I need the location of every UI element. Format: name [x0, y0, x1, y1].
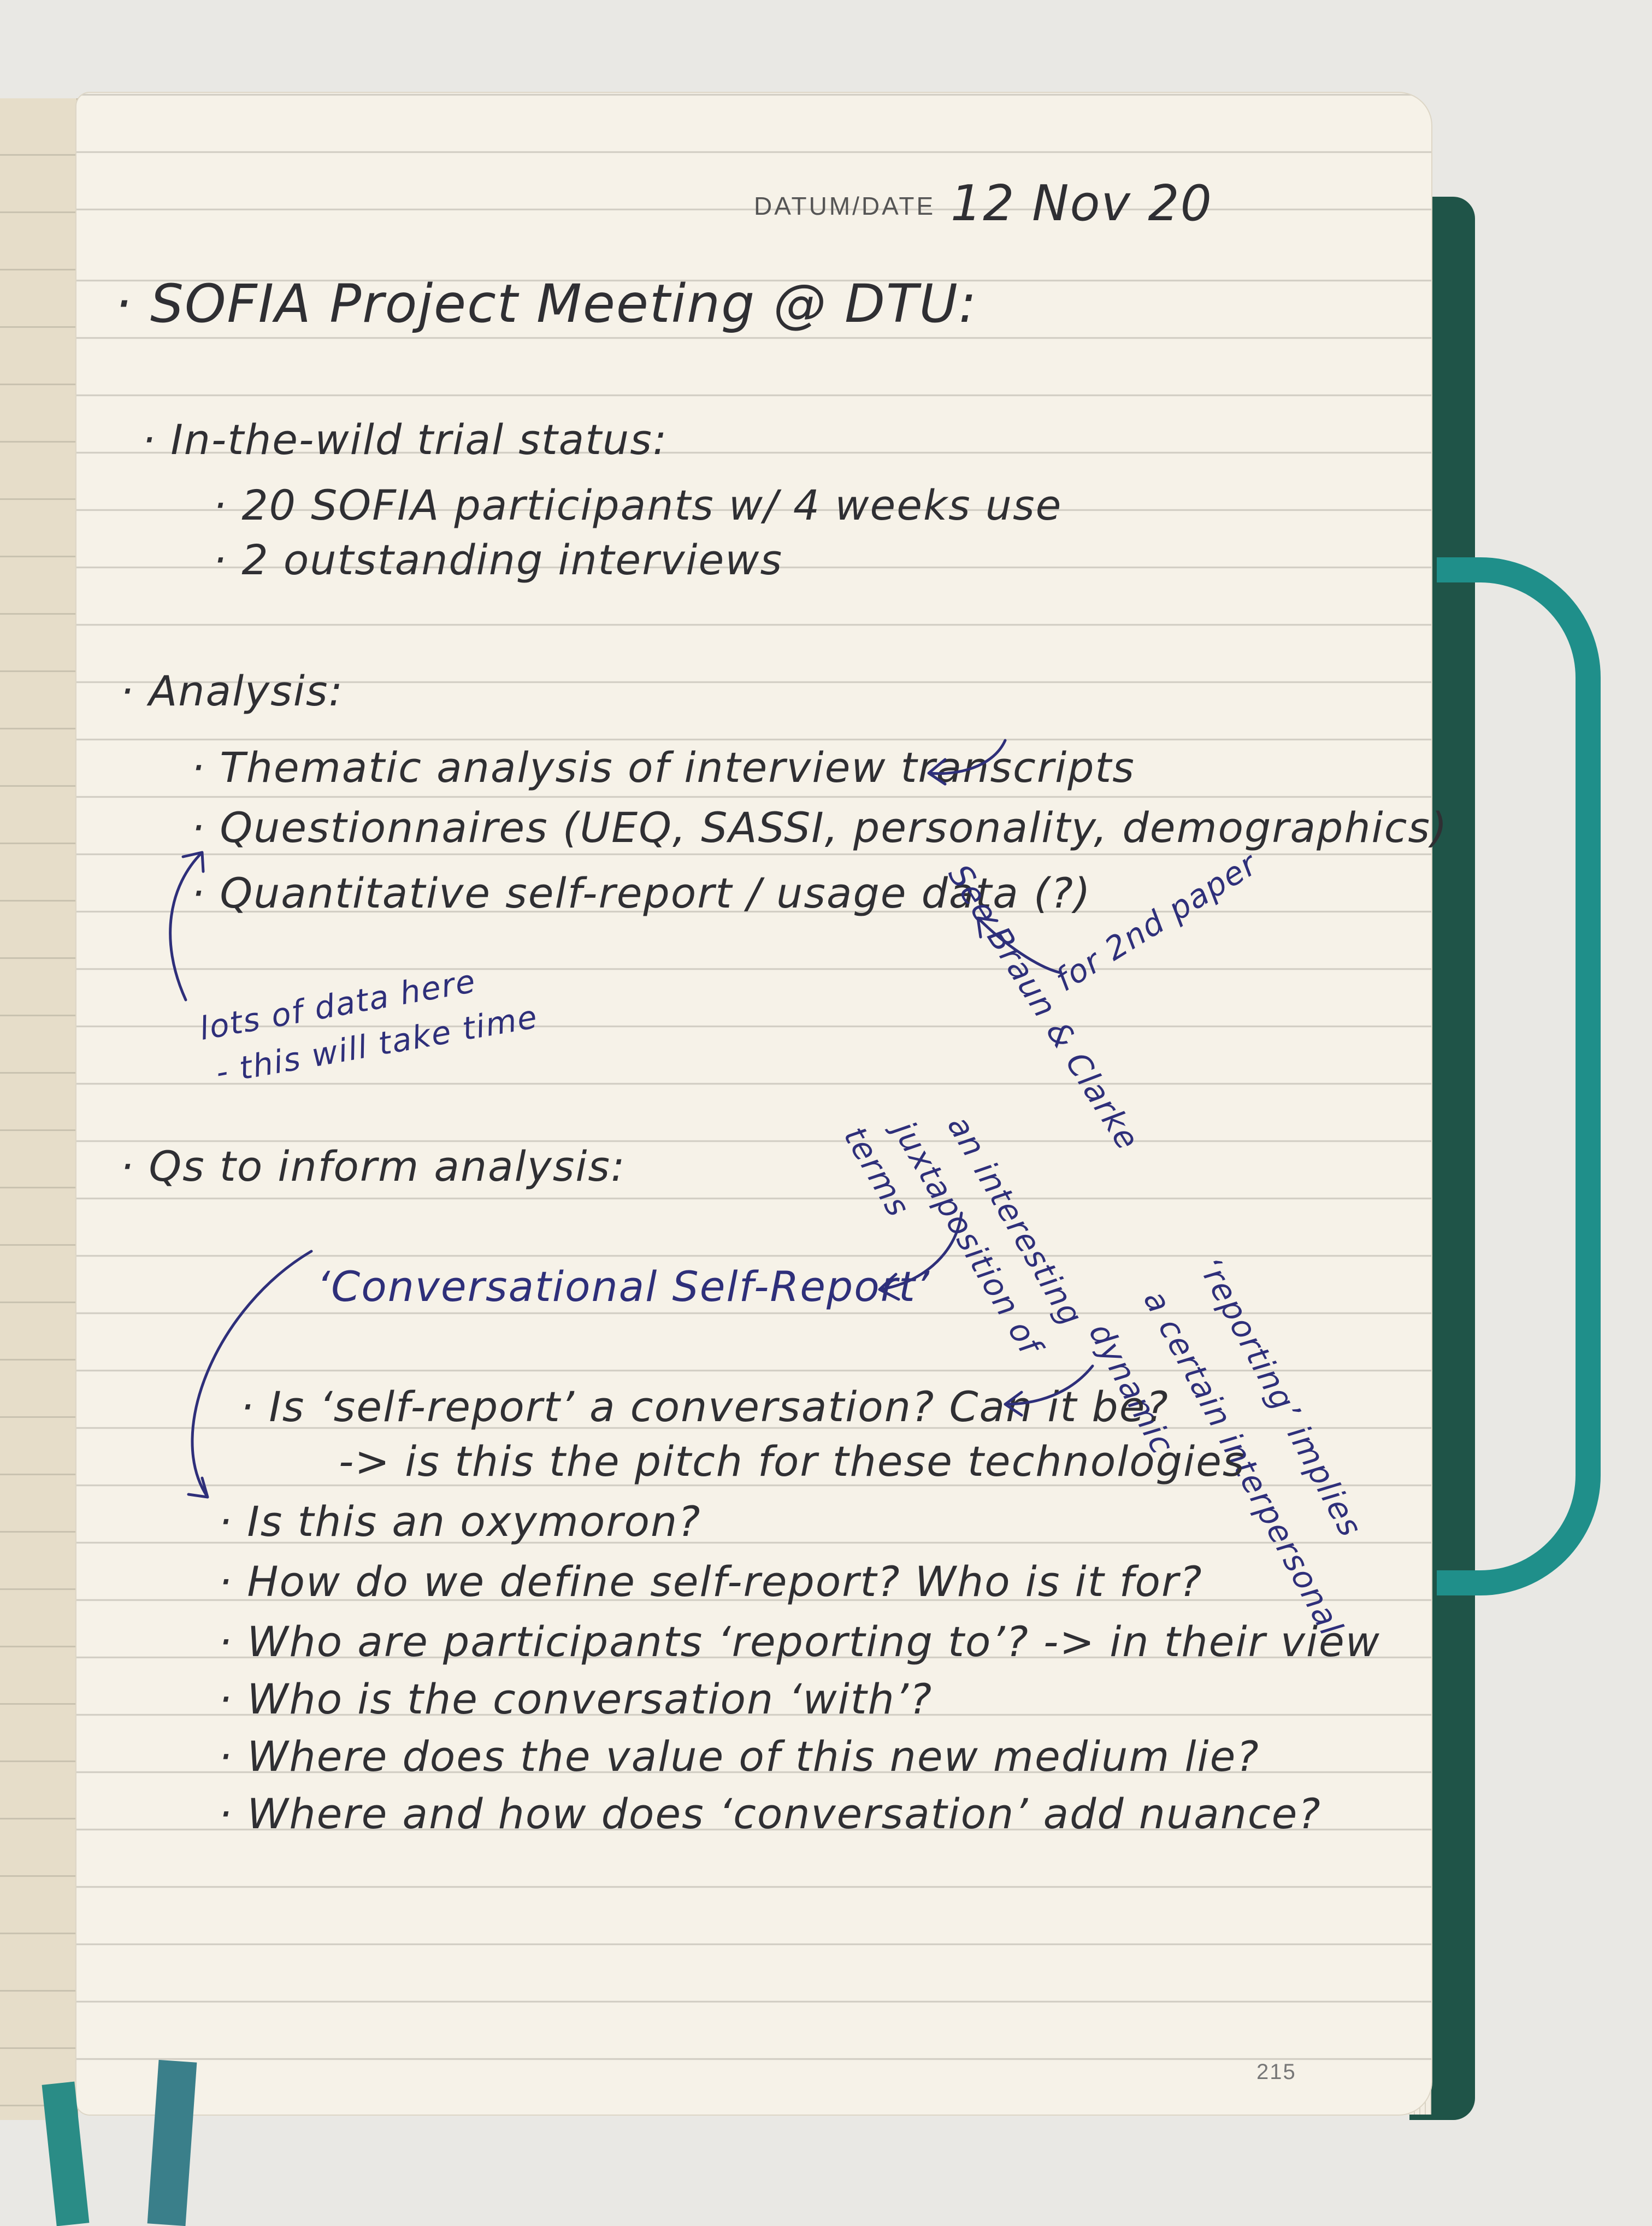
arrow-braun-clarke [927, 739, 1007, 786]
question-item: · How do we define self-report? Who is i… [219, 1557, 1203, 1606]
trial-item: · 20 SOFIA participants w/ 4 weeks use [213, 481, 1063, 529]
question-item: · Who is the conversation ‘with’? [219, 1675, 933, 1723]
question-item: · Where and how does ‘conversation’ add … [219, 1789, 1321, 1838]
date-label: DATUM/DATE [754, 192, 936, 220]
question-item: · Is ‘self-report’ a conversation? Can i… [240, 1382, 1169, 1431]
arrow-lots-of-data [169, 851, 205, 1002]
page-number: 215 [1256, 2060, 1296, 2084]
trial-heading: · In-the-wild trial status: [142, 415, 668, 464]
elastic-band [1437, 557, 1601, 1595]
question-item: · Where does the value of this new mediu… [219, 1732, 1260, 1781]
analysis-heading: · Analysis: [120, 667, 344, 715]
questions-heading: · Qs to inform analysis: [120, 1142, 626, 1191]
arrow-reporting [1004, 1364, 1094, 1417]
arrow-second-paper [976, 916, 1061, 974]
left-page-edge [0, 98, 78, 2120]
trial-item: · 2 outstanding interviews [213, 535, 783, 584]
ink-arrows [169, 739, 1094, 1499]
question-item: · Is this an oxymoron? [219, 1497, 701, 1546]
page-title: · SOFIA Project Meeting @ DTU: [115, 273, 978, 334]
question-item: · Who are participants ‘reporting to’? -… [219, 1617, 1380, 1666]
analysis-item: · Questionnaires (UEQ, SASSI, personalit… [191, 803, 1448, 852]
concept-phrase: ‘Conversational Self-Report’ [317, 1262, 930, 1311]
analysis-item: · Quantitative self-report / usage data … [191, 869, 1092, 917]
notebook-page: DATUM/DATE 12 Nov 20 · SOFIA Project Mee… [76, 93, 1447, 2115]
question-sub-item: -> is this the pitch for these technolog… [339, 1437, 1246, 1486]
arrow-oxymoron [187, 1250, 313, 1499]
date-value: 12 Nov 20 [951, 175, 1213, 232]
arrow-juxtaposition [878, 1211, 963, 1301]
